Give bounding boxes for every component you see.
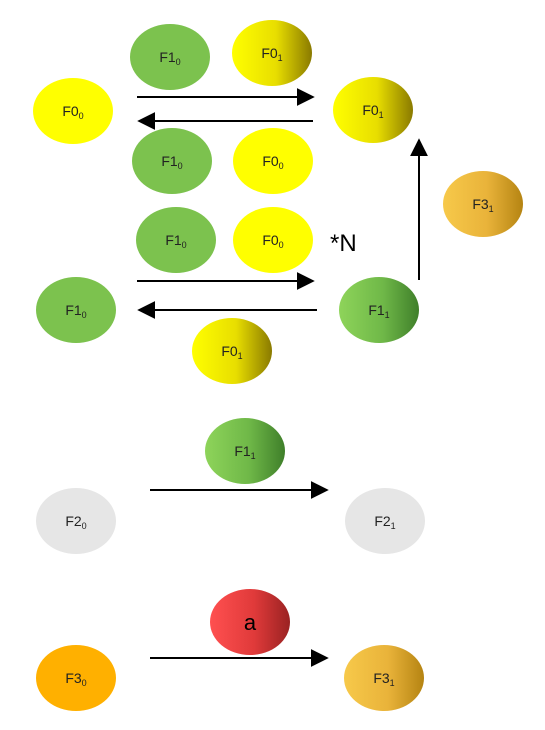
- svg-text:F01: F01: [261, 45, 282, 63]
- node-f0-0-left: F00: [33, 78, 113, 144]
- node-f1-0-left: F10: [36, 277, 116, 343]
- token-f1-0-top-reverse: F10: [132, 128, 212, 194]
- token-f0-1-mid-reverse: F01: [192, 318, 272, 384]
- svg-text:F11: F11: [234, 443, 255, 461]
- svg-text:F01: F01: [362, 102, 383, 120]
- token-f0-0-top-reverse: F00: [233, 128, 313, 194]
- svg-text:F31: F31: [373, 670, 394, 688]
- node-f2-1-right: F21: [345, 488, 425, 554]
- node-f3-1-side: F31: [443, 171, 523, 237]
- node-f1-1-right: F11: [339, 277, 419, 343]
- token-a-f3-arrow: a: [210, 589, 290, 655]
- svg-text:F21: F21: [374, 513, 395, 531]
- svg-text:F00: F00: [262, 232, 283, 250]
- svg-text:F00: F00: [62, 103, 83, 121]
- node-f2-0-left: F20: [36, 488, 116, 554]
- svg-text:a: a: [244, 610, 257, 635]
- svg-text:F01: F01: [221, 343, 242, 361]
- svg-text:F10: F10: [165, 232, 186, 250]
- svg-text:F10: F10: [161, 153, 182, 171]
- svg-text:F20: F20: [65, 513, 86, 531]
- token-f0-1-top-forward: F01: [232, 20, 312, 86]
- node-f3-0-left: F30: [36, 645, 116, 711]
- token-f1-1-f2-arrow: F11: [205, 418, 285, 484]
- token-f0-0-mid-forward: F00: [233, 207, 313, 273]
- token-f1-0-mid-forward: F10: [136, 207, 216, 273]
- token-f1-0-top-forward: F10: [130, 24, 210, 90]
- svg-text:F31: F31: [472, 196, 493, 214]
- svg-text:F30: F30: [65, 670, 86, 688]
- node-f3-1-right: F31: [344, 645, 424, 711]
- svg-text:F00: F00: [262, 153, 283, 171]
- multiplier-label: *N: [330, 230, 357, 257]
- svg-text:F11: F11: [368, 302, 389, 320]
- svg-text:F10: F10: [65, 302, 86, 320]
- node-f0-1-right: F01: [333, 77, 413, 143]
- svg-text:F10: F10: [159, 49, 180, 67]
